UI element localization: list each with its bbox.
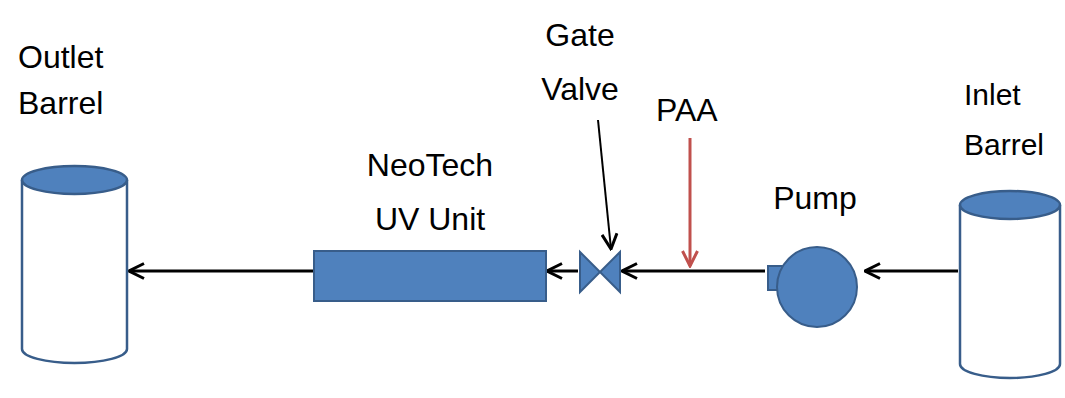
node-label: Pump [765, 175, 865, 221]
barrel-tank [20, 164, 129, 379]
leader-arrow [598, 120, 611, 249]
barrel-body [22, 180, 127, 363]
gate-valve-symbol [578, 250, 622, 294]
uv-unit-box-node: NeoTech UV Unit [305, 138, 555, 308]
pump-symbol [765, 245, 865, 335]
flow-pipe [547, 270, 578, 273]
chemical-label: PAA [656, 92, 718, 129]
flow-pipe [865, 270, 958, 273]
injection-arrow [689, 138, 692, 266]
barrel-tank-node: Inlet Barrel [924, 70, 1060, 395]
node-label: Gate Valve [520, 8, 640, 116]
node-label: Inlet Barrel [964, 70, 1060, 170]
barrel-body [960, 205, 1060, 378]
node-label: Outlet Barrel [18, 34, 138, 126]
uv-unit-box [313, 250, 547, 302]
node-label: NeoTech UV Unit [350, 138, 510, 246]
uv-unit-body [314, 251, 546, 301]
flow-pipe [129, 270, 313, 273]
barrel-top [960, 191, 1060, 219]
pump-symbol-node: Pump [765, 175, 865, 335]
pump-casing [777, 247, 857, 327]
gate-valve-symbol-node: Gate Valve [520, 8, 640, 298]
barrel-top [22, 166, 127, 194]
flow-pipe [622, 270, 765, 273]
valve-triangles [580, 252, 620, 292]
barrel-tank [958, 189, 1062, 394]
barrel-tank-node: Outlet Barrel [10, 34, 140, 379]
